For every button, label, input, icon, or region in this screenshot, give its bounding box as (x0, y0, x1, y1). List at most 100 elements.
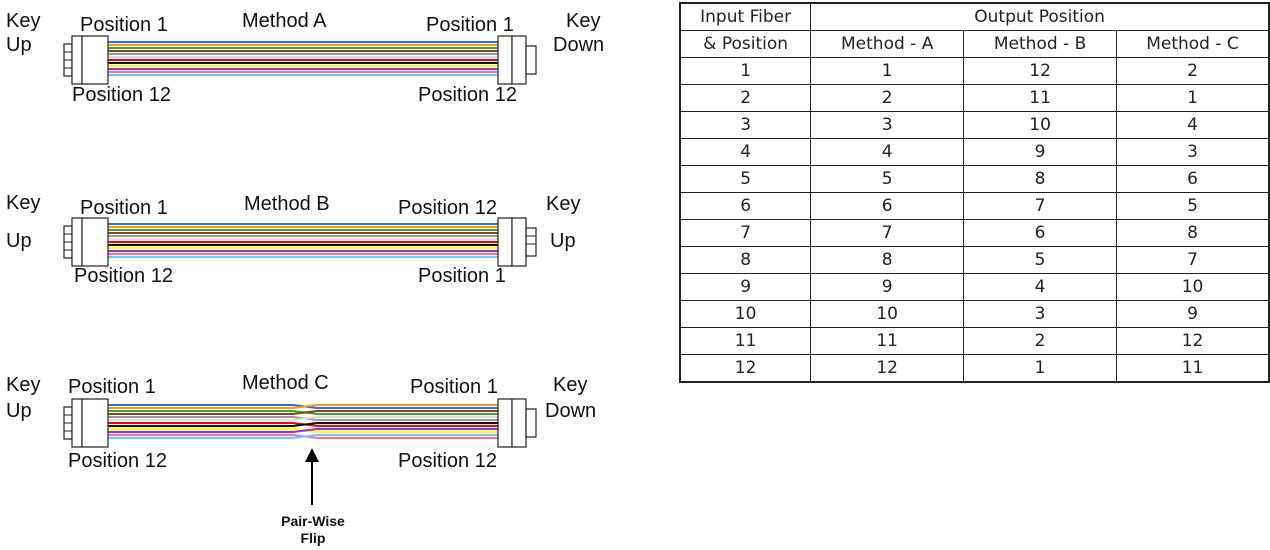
table-cell: 7 (679, 219, 812, 247)
annotation-line-2: Flip (300, 530, 326, 546)
fiber-line (108, 410, 498, 415)
table-cell: 7 (810, 219, 965, 247)
header-method-c: Method - C (1116, 30, 1270, 58)
table-cell: 1 (963, 354, 1118, 383)
table-cell: 9 (810, 273, 965, 301)
pair-wise-flip-annotation: Pair-Wise Flip (258, 513, 368, 547)
table-cell: 1 (810, 57, 965, 85)
table-cell: 1 (679, 57, 812, 85)
method-a-left-bottom-position: Position 12 (72, 84, 171, 106)
right-key-tab (525, 408, 537, 438)
right-connector-body (497, 217, 513, 267)
table-cell: 8 (1116, 219, 1270, 247)
polarity-diagrams: Key Up Position 1 Method A Position 1 Ke… (6, 10, 605, 547)
table-cell: 11 (963, 84, 1118, 112)
table-cell: 9 (963, 138, 1118, 166)
fiber-line (108, 428, 498, 433)
fiber-line (108, 422, 498, 427)
header-output-position: Output Position (810, 2, 1270, 31)
table-cell: 10 (1116, 273, 1270, 301)
method-c-left-key-state: Up (6, 400, 32, 422)
method-c-left-key-key: Key (6, 374, 41, 396)
table-cell: 7 (963, 192, 1118, 220)
table-cell: 3 (810, 111, 965, 139)
right-connector-body (497, 35, 513, 85)
right-key-tab (525, 227, 537, 257)
method-c-left-top-position: Position 1 (68, 376, 156, 398)
table-cell: 5 (679, 165, 812, 193)
table-cell: 11 (679, 327, 812, 355)
header-input-fiber: Input Fiber (679, 2, 812, 31)
method-c-right-top-position: Position 1 (410, 376, 498, 398)
table-cell: 12 (810, 354, 965, 383)
table-cell: 4 (679, 138, 812, 166)
table-cell: 4 (1116, 111, 1270, 139)
table-cell: 2 (679, 84, 812, 112)
table-cell: 5 (963, 246, 1118, 274)
fiber-line (108, 404, 498, 409)
left-connector-body (81, 398, 109, 448)
right-key-tab (525, 45, 537, 75)
table-cell: 6 (810, 192, 965, 220)
table-cell: 4 (963, 273, 1118, 301)
table-cell: 1 (1116, 84, 1270, 112)
left-connector-body (81, 217, 109, 267)
table-cell: 3 (963, 300, 1118, 328)
method-a-left-top-position: Position 1 (80, 14, 168, 36)
table-cell: 7 (1116, 246, 1270, 274)
method-a-right-bottom-position: Position 12 (418, 84, 517, 106)
table-cell: 2 (810, 84, 965, 112)
table-cell: 12 (679, 354, 812, 383)
left-ferrule (71, 35, 83, 85)
method-a-right-key-key: Key (566, 10, 601, 32)
method-a-title: Method A (242, 10, 327, 32)
method-b-right-top-position: Position 12 (398, 197, 497, 219)
right-ferrule (511, 35, 527, 85)
method-b-title: Method B (244, 193, 330, 215)
table-cell: 4 (810, 138, 965, 166)
method-b-left-bottom-position: Position 12 (74, 265, 173, 287)
table-cell: 10 (810, 300, 965, 328)
method-c-right-key-state: Down (545, 400, 597, 422)
right-ferrule (511, 398, 527, 448)
method-b-left-key-state: Up (6, 230, 32, 252)
method-a-left-key-key: Key (6, 10, 41, 32)
method-b-left-key-key: Key (6, 192, 41, 214)
left-ferrule (71, 398, 83, 448)
polarity-mapping-table: Input Fiber Output Position & Position M… (679, 2, 1270, 383)
annotation-line-1: Pair-Wise (281, 513, 345, 529)
flip-arrow-head (305, 448, 319, 462)
method-a-left-key-state: Up (6, 34, 32, 56)
table-cell: 8 (963, 165, 1118, 193)
table-header-row-1: Input Fiber Output Position (679, 2, 1270, 31)
table-cell: 6 (1116, 165, 1270, 193)
table-cell: 12 (1116, 327, 1270, 355)
left-ferrule (71, 217, 83, 267)
method-b-right-key-key: Key (546, 193, 581, 215)
table-cell: 3 (1116, 138, 1270, 166)
table-cell: 5 (1116, 192, 1270, 220)
header-and-position: & Position (679, 30, 812, 58)
table-cell: 2 (1116, 57, 1270, 85)
method-a-right-key-state: Down (553, 34, 605, 56)
table-cell: 10 (679, 300, 812, 328)
table-cell: 9 (679, 273, 812, 301)
method-b-left-top-position: Position 1 (80, 197, 168, 219)
method-b-right-bottom-position: Position 1 (418, 265, 506, 287)
header-method-a: Method - A (810, 30, 965, 58)
table-cell: 8 (679, 246, 812, 274)
table-cell: 6 (679, 192, 812, 220)
